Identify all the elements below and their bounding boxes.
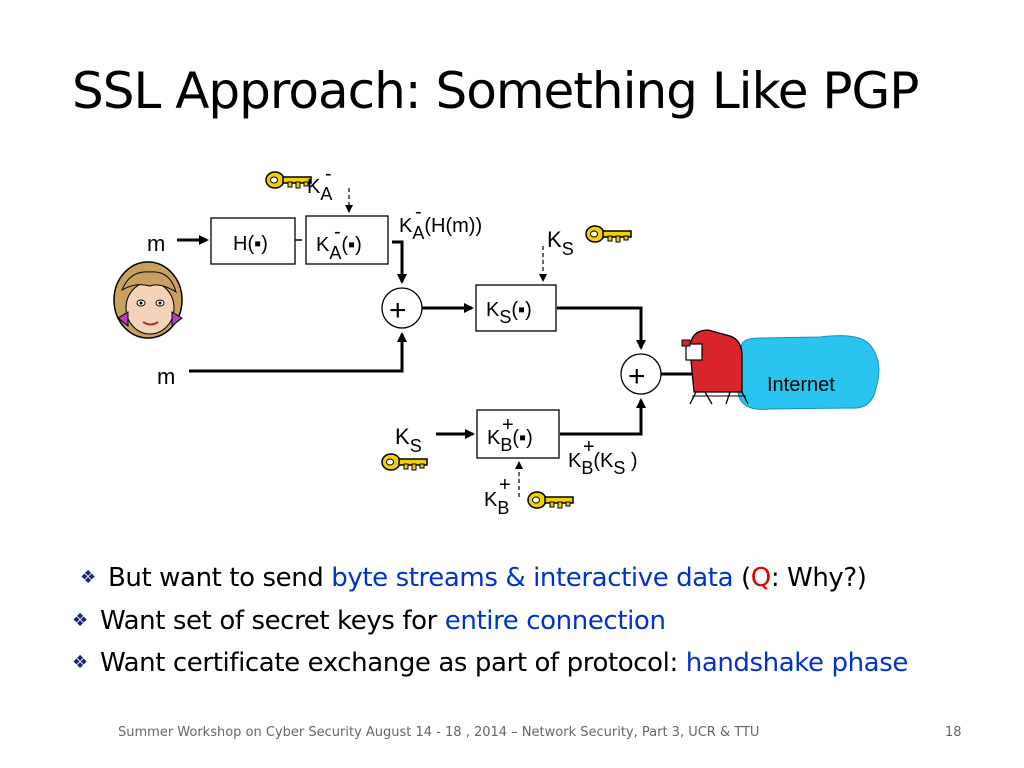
public-key-box-label: KB(▪) — [487, 427, 533, 455]
private-key-box — [305, 215, 389, 265]
hash-box-label: H(▪) — [233, 233, 268, 255]
message-input-bottom: m — [157, 364, 175, 389]
plus-right-label: + — [628, 360, 646, 393]
public-key-box — [476, 409, 560, 459]
internet-cloud-icon — [736, 335, 880, 410]
internet-label: Internet — [767, 374, 835, 396]
hash-box — [210, 217, 296, 265]
bob-public-key-label: KB — [484, 489, 509, 518]
session-key-box — [475, 284, 557, 332]
plus-top-label: + — [389, 294, 407, 327]
alice-private-key-sup: - — [325, 163, 332, 185]
bullet-text: Want set of secret keys for — [100, 606, 445, 636]
diamond-bullet-icon: ❖ — [72, 652, 88, 673]
slide-footer: Summer Workshop on Cyber Security August… — [118, 725, 760, 740]
encrypted-session-key-sup: + — [583, 436, 595, 458]
signature-label: KA(H(m)) — [399, 215, 482, 243]
signature-sup: - — [415, 201, 422, 223]
session-key-input-label: KS — [395, 424, 422, 456]
bullet-item: ❖ Want certificate exchange as part of pr… — [72, 648, 908, 678]
bullet-question-mark: Q — [750, 563, 771, 593]
bullet-text: Want certificate exchange as part of pro… — [100, 648, 686, 678]
slide-title: SSL Approach: Something Like PGP — [72, 62, 919, 120]
bullet-highlight: handshake phase — [685, 648, 909, 678]
key-icon — [527, 491, 574, 509]
private-key-box-sup: - — [334, 221, 341, 243]
bullet-item: ❖ But want to send byte streams & interac… — [80, 563, 867, 593]
bullet-highlight: byte streams & interactive data — [331, 563, 734, 593]
encrypted-session-key-label: KB(KS ) — [568, 450, 638, 478]
slide-number: 18 — [945, 725, 962, 740]
bullet-text: : Why?) — [770, 563, 867, 593]
session-key-box-label: KS(▪) — [486, 299, 532, 327]
mailbox-icon — [681, 329, 749, 405]
key-icon — [265, 171, 312, 189]
session-key-label: KS — [547, 227, 574, 259]
diamond-bullet-icon: ❖ — [72, 610, 88, 631]
alice-face-icon — [113, 261, 183, 339]
key-icon — [585, 225, 632, 243]
private-key-box-label: KA(▪) — [316, 234, 362, 263]
public-key-box-sup: + — [502, 414, 514, 436]
flow-arrows — [177, 235, 740, 439]
bullet-text: ( — [733, 563, 751, 593]
key-icon — [381, 453, 428, 471]
bullet-highlight: entire connection — [444, 606, 666, 636]
key-dashed-arrows — [345, 188, 547, 497]
message-input-top: m — [147, 231, 165, 256]
bullet-text: But want to send — [108, 563, 332, 593]
alice-private-key-label: KA — [307, 176, 332, 204]
bob-public-key-sup: + — [499, 474, 511, 496]
bullet-item: ❖ Want set of secret keys for entire conn… — [72, 606, 666, 636]
diamond-bullet-icon: ❖ — [80, 567, 96, 588]
